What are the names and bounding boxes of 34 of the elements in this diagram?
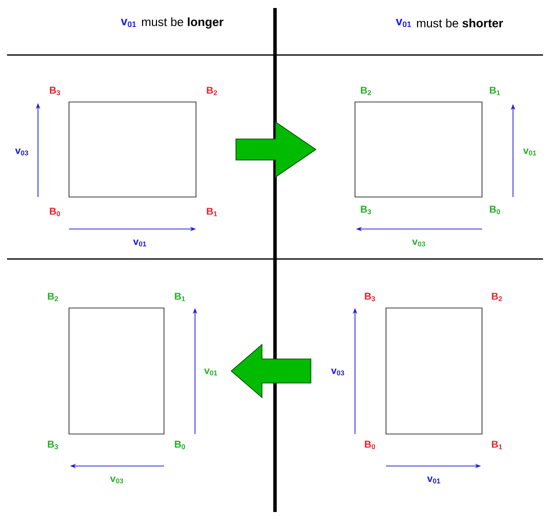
corner-label: B$_{0}$ xyxy=(174,440,185,450)
heading: v$_{01}$ xyxy=(120,18,136,28)
corner-label: B$_{2}$ xyxy=(48,292,58,302)
corner-label: B$_{0}$ xyxy=(490,206,500,214)
heading: must be shorter xyxy=(417,18,504,28)
vector-label: v$_{01}$ xyxy=(133,240,146,246)
block-arrow xyxy=(230,344,312,398)
vector-label: v$_{03}$ xyxy=(412,240,426,246)
corner-label: B$_{3}$ xyxy=(50,86,60,96)
rectangle xyxy=(68,102,196,198)
vector-label: v$_{03}$ xyxy=(110,476,124,484)
corner-label: B$_{2}$ xyxy=(206,86,217,96)
heading: must be longer xyxy=(142,17,224,29)
rectangle xyxy=(68,308,164,434)
corner-label: B$_{1}$ xyxy=(206,208,218,216)
corner-label: B$_{0}$ xyxy=(50,208,60,216)
vector-label: v$_{01}$ xyxy=(204,368,218,376)
corner-label: B$_{2}$ xyxy=(360,86,371,96)
corner-label: B$_{3}$ xyxy=(48,440,58,450)
rectangle xyxy=(354,102,482,198)
vector-label: v$_{03}$ xyxy=(331,368,344,376)
corner-label: B$_{2}$ xyxy=(492,292,502,302)
corner-label: B$_{3}$ xyxy=(360,206,372,214)
corner-label: B$_{1}$ xyxy=(490,86,500,96)
corner-label: B$_{1}$ xyxy=(492,440,502,450)
vector-label: v$_{01}$ xyxy=(427,476,440,484)
rectangle xyxy=(386,308,482,434)
corner-label: B$_{0}$ xyxy=(364,440,375,450)
vector-label: v$_{01}$ xyxy=(523,148,536,156)
block-arrow xyxy=(236,121,317,178)
vector-label: v$_{03}$ xyxy=(15,148,28,156)
corner-label: B$_{3}$ xyxy=(364,292,376,302)
heading: v$_{01}$ xyxy=(396,18,412,28)
corner-label: B$_{1}$ xyxy=(174,292,186,302)
